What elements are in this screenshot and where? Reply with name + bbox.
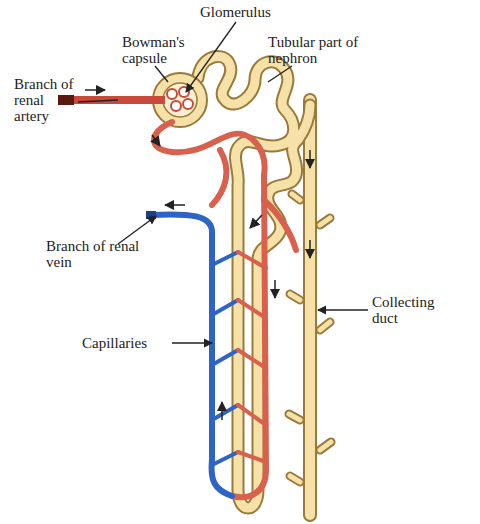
collecting-duct-tube: [303, 100, 317, 515]
capillary-rungs: [212, 350, 238, 365]
capillary-rungs: [238, 350, 266, 368]
flow-arrow: [165, 204, 185, 206]
flow-arrow: [85, 89, 105, 91]
leader-line: [172, 342, 212, 343]
capillary-rungs: [238, 252, 266, 268]
arterial-capillary: [212, 150, 226, 205]
part-label: Tubular part of nephron: [268, 34, 372, 66]
part-label: Branch of renal vein: [46, 238, 152, 270]
flow-arrow: [85, 90, 310, 420]
arterial-capillary: [264, 200, 296, 250]
capillary-rungs: [212, 252, 238, 265]
renal-artery: [58, 95, 74, 105]
glomerulus-knot: [179, 87, 189, 97]
part-label: Collecting duct: [372, 294, 448, 326]
leader-line: [268, 66, 292, 82]
leader-line: [78, 22, 368, 343]
flow-arrow: [250, 215, 262, 228]
leader-line: [186, 22, 236, 92]
renal-artery: [66, 96, 165, 104]
venous-capillary: [150, 214, 232, 496]
arterial-capillary: [154, 122, 296, 497]
leader-line: [318, 309, 368, 310]
capillary-rungs: [212, 452, 238, 465]
flow-arrow: [152, 135, 160, 146]
bowmans-capsule: [163, 83, 197, 117]
leader-line: [155, 66, 168, 82]
part-label: Capillaries: [82, 335, 172, 351]
capillary-rungs: [238, 405, 266, 425]
part-label: Bowman's capsule: [122, 34, 188, 66]
capillary-rungs: [212, 405, 238, 420]
renal-artery: [58, 95, 165, 105]
collecting-duct-tube: [289, 194, 331, 482]
glomerulus-knot: [171, 101, 181, 111]
part-label: Branch of renal artery: [14, 76, 76, 124]
flow-arrow: [221, 402, 223, 420]
flow-arrow: [274, 280, 276, 298]
capillary-rungs: [238, 452, 266, 462]
flow-arrow: [309, 240, 311, 258]
glomerulus-knot: [167, 89, 177, 99]
capillary-rungs: [238, 300, 266, 318]
part-label: Glomerulus: [200, 4, 300, 20]
glomerulus-knot: [183, 99, 193, 109]
capillary-rungs: [212, 300, 238, 315]
leader-line: [78, 100, 118, 102]
collecting-duct-tube: [305, 100, 315, 515]
venous-capillary: [150, 214, 232, 496]
glomerulus-knot: [167, 87, 193, 111]
capillary-rungs: [212, 252, 266, 465]
flow-arrow: [309, 150, 311, 168]
